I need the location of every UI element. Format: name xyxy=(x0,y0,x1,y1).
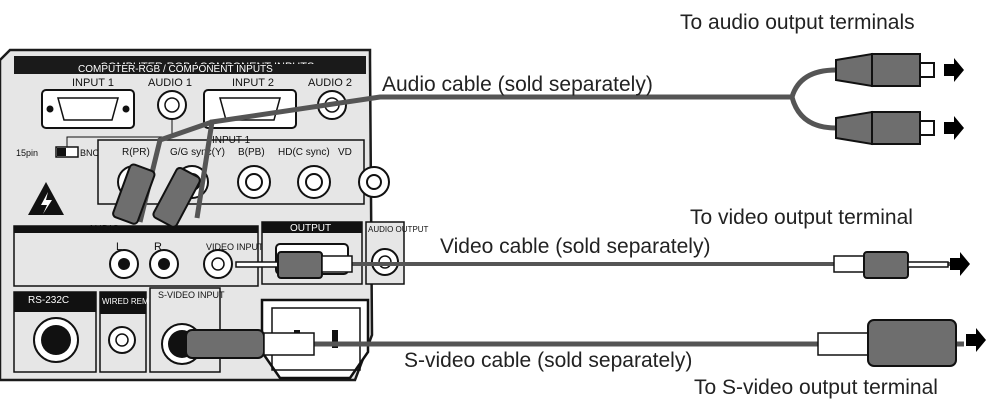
audio-plug-bottom xyxy=(835,110,935,146)
g-sync-label: G/G sync(Y) xyxy=(170,147,225,158)
video-input-jack xyxy=(203,249,233,279)
audio-cable xyxy=(112,52,964,228)
arrow-icon xyxy=(944,116,964,140)
vd-label: VD xyxy=(338,147,352,158)
r-pr-label: R(PR) xyxy=(122,147,150,158)
bnc-label: BNC xyxy=(80,148,100,158)
audio2-label: AUDIO 2 xyxy=(308,77,352,89)
input1-dsub-port xyxy=(41,89,135,129)
audio-cable-label: Audio cable (sold separately) xyxy=(382,73,653,96)
wired-remote-jack xyxy=(108,326,136,354)
output-label: OUTPUT xyxy=(290,223,331,234)
panel-header-text: COMPUTER-RGB / COMPONENT INPUTS xyxy=(78,64,273,75)
input2-label: INPUT 2 xyxy=(232,77,274,89)
pin15-label: 15pin xyxy=(16,148,38,158)
to-video-label: To video output terminal xyxy=(690,206,913,229)
audio-output-label: AUDIO OUTPUT xyxy=(368,225,429,234)
arrow-icon xyxy=(966,328,986,352)
input1-label: INPUT 1 xyxy=(72,77,114,89)
wired-remote-label: WIRED REMOTE xyxy=(102,297,165,306)
audio-l-jack xyxy=(109,249,139,279)
svideo-cable-label: S-video cable (sold separately) xyxy=(404,349,693,372)
to-svideo-label: To S-video output terminal xyxy=(694,376,938,399)
video-input-label: VIDEO INPUT xyxy=(206,242,264,252)
input1-sub-label: INPUT 1 xyxy=(212,135,251,146)
rs232c-port xyxy=(33,317,79,363)
to-audio-label: To audio output terminals xyxy=(680,11,915,34)
svideo-input-label: S-VIDEO INPUT xyxy=(158,290,225,300)
audio1-jack xyxy=(157,90,187,120)
high-voltage-warning-icon xyxy=(28,182,64,215)
audio1-label: AUDIO 1 xyxy=(148,77,192,89)
l-label: L xyxy=(116,241,122,253)
audio-section-label: AUDIO xyxy=(88,224,120,235)
b-pb-label: B(PB) xyxy=(238,147,265,158)
r-label: R xyxy=(154,241,162,253)
audio-r-jack xyxy=(149,249,179,279)
arrow-icon xyxy=(944,58,964,82)
svideo-cable xyxy=(185,319,986,367)
video-cable xyxy=(235,251,970,279)
hd-label: HD(C sync) xyxy=(278,147,330,158)
audio-plug-top xyxy=(835,52,935,88)
arrow-icon xyxy=(950,252,970,276)
video-cable-label: Video cable (sold separately) xyxy=(440,235,711,258)
rs232c-label: RS-232C xyxy=(28,295,69,306)
